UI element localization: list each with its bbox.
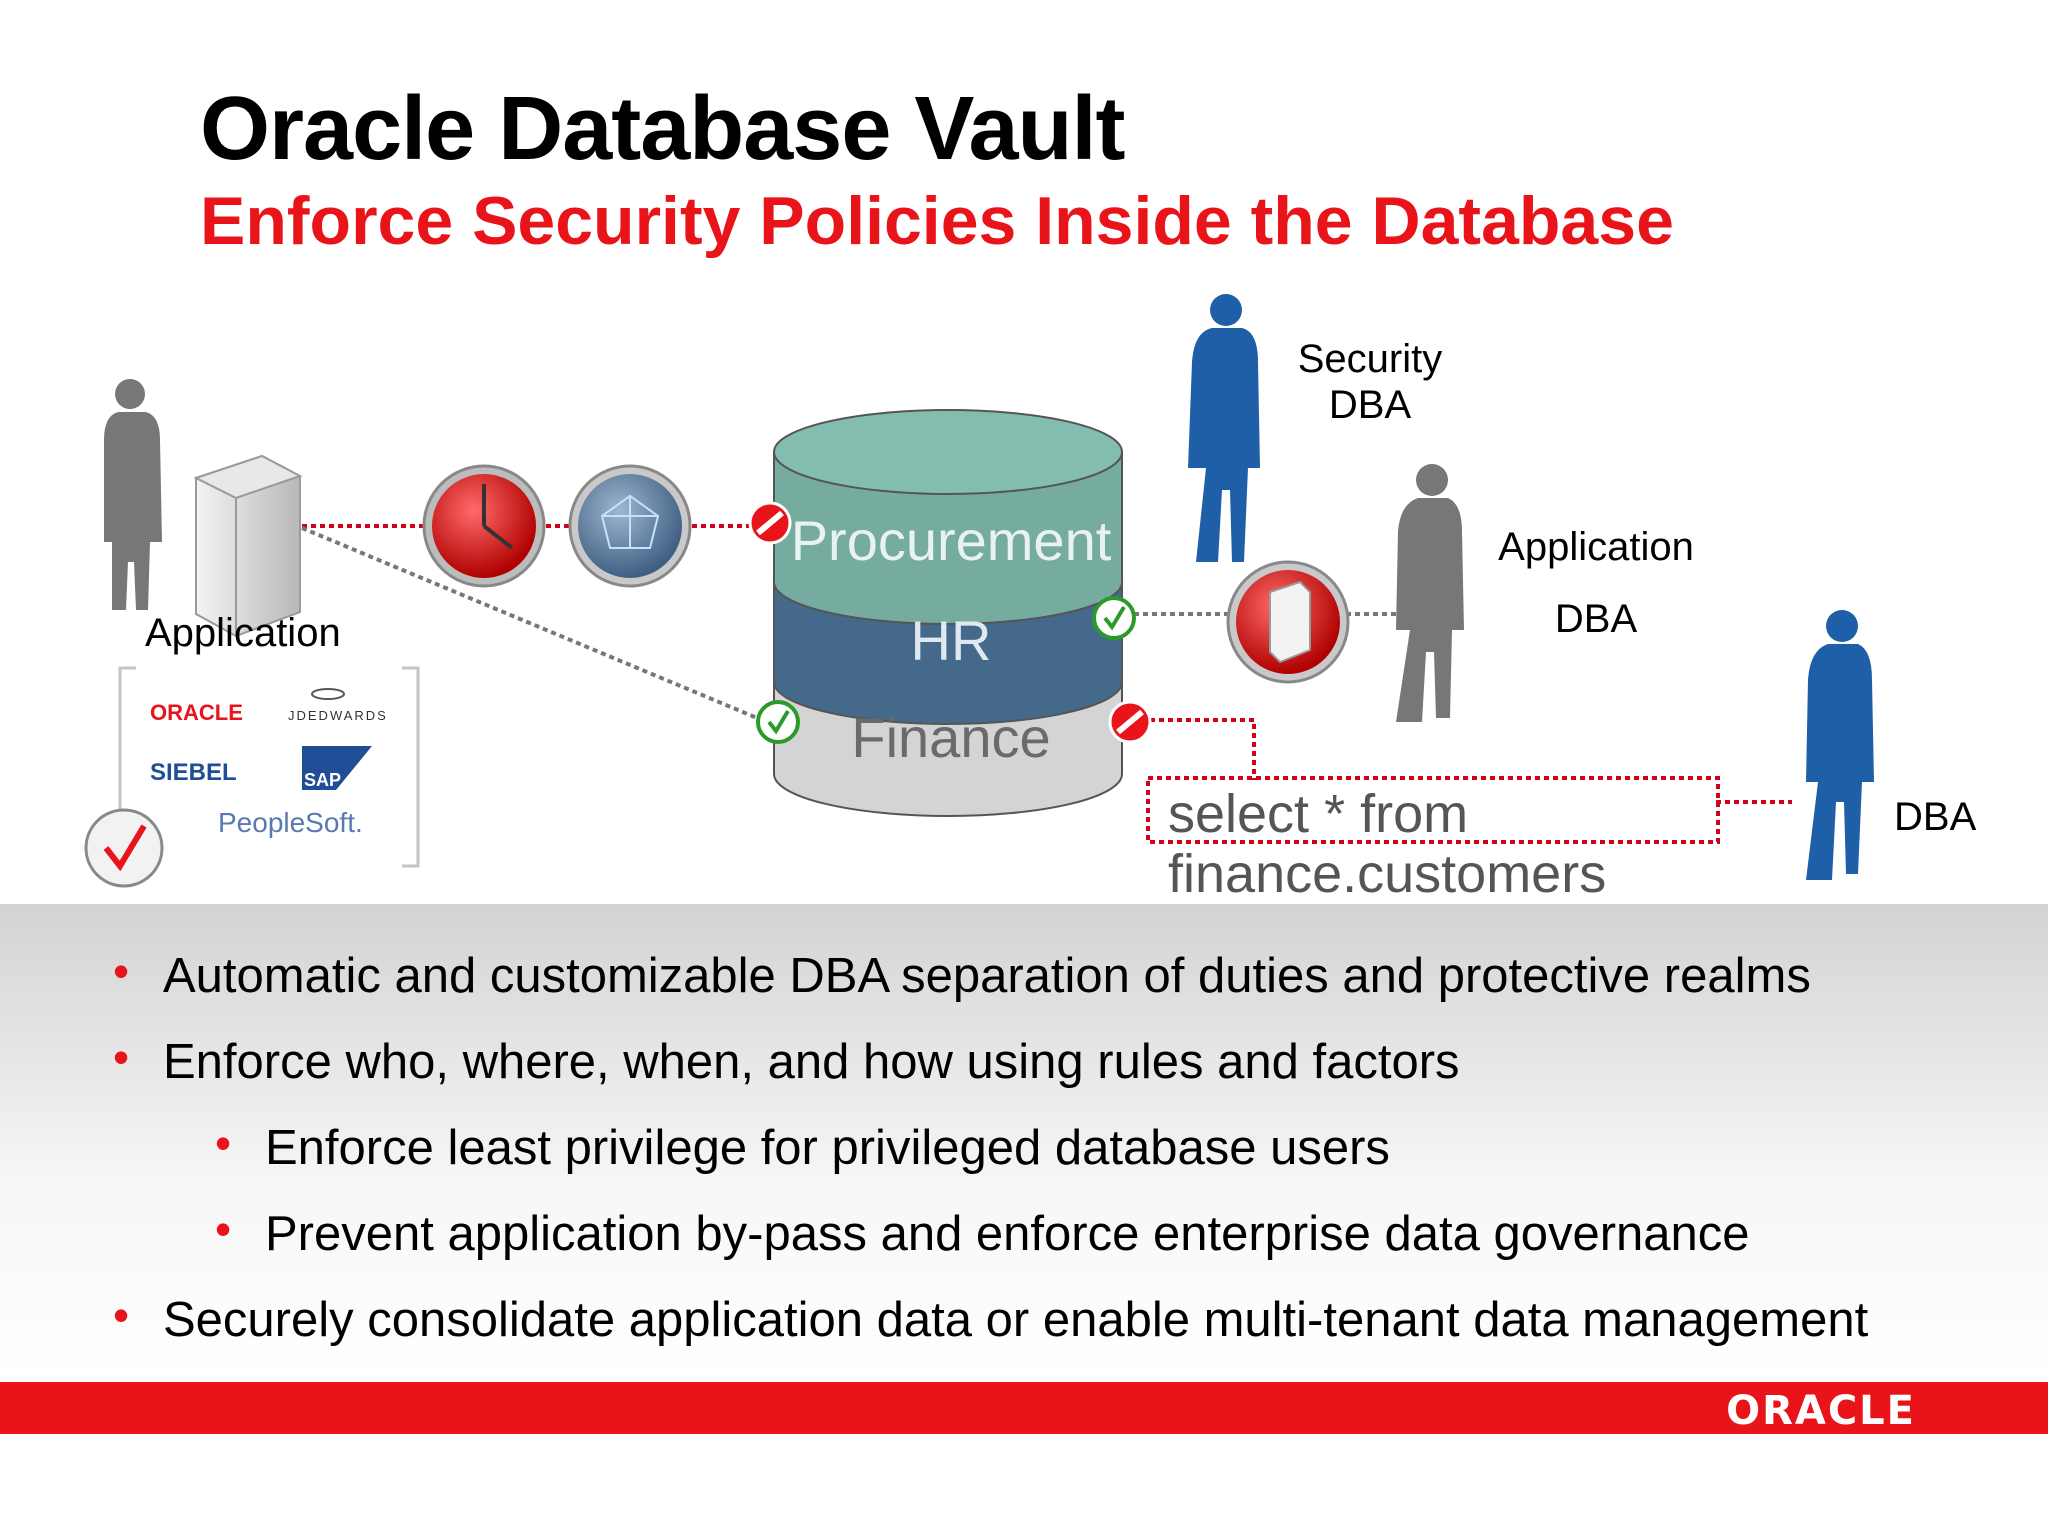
sub-bullet-1: •Enforce least privilege for privileged …: [215, 1117, 1390, 1175]
slide-subtitle: Enforce Security Policies Inside the Dat…: [200, 183, 1674, 259]
logo-oracle: ORACLE: [150, 700, 243, 725]
db-layer-hr: HR: [911, 609, 992, 672]
sql-query-line2: finance.customers: [1168, 844, 1606, 904]
bullet-1: •Automatic and customizable DBA separati…: [113, 945, 1811, 1003]
bullet-dot: •: [113, 1289, 130, 1341]
db-layer-finance: Finance: [851, 706, 1050, 769]
bullet-dot: •: [113, 945, 130, 997]
query-box: [1146, 776, 1720, 844]
database-cylinder: [773, 409, 1123, 817]
bullet-dot: •: [113, 1031, 130, 1083]
bullets-panel: •Automatic and customizable DBA separati…: [0, 904, 2048, 1380]
logo-peoplesoft: PeopleSoft.: [218, 807, 363, 838]
blocked-procurement-icon: [748, 501, 792, 545]
logo-sap: SAP: [304, 770, 341, 790]
db-layer-procurement: Procurement: [791, 509, 1112, 572]
database-vault-shield-icon: [1226, 560, 1350, 684]
approved-check-icon: [84, 808, 164, 888]
bullet-3: •Securely consolidate application data o…: [113, 1289, 1869, 1347]
blocked-finance-icon: [1108, 700, 1152, 744]
security-dba-label-line2: DBA: [1329, 383, 1412, 427]
dba-label: DBA: [1894, 795, 1977, 839]
footer-bar: ORACLE: [0, 1382, 2048, 1434]
oracle-logo: ORACLE: [1726, 1388, 1916, 1434]
sql-query-line1: select * from: [1168, 784, 1468, 844]
bullet-dot: •: [215, 1203, 232, 1255]
allowed-hr-icon: [1092, 596, 1136, 640]
logo-jdedwards: JDEDWARDS: [288, 708, 388, 723]
application-user-figure: [104, 379, 162, 610]
application-dba-label-line1: Application: [1498, 525, 1694, 569]
logo-siebel: SIEBEL: [150, 759, 237, 786]
security-dba-label-line1: Security: [1298, 337, 1443, 381]
vault-diagram: Application ORACLE JDEDWARDS SIEBEL SAP …: [84, 294, 1977, 904]
jdedwards-mark-icon: [311, 688, 345, 700]
security-dba-figure: [1188, 294, 1260, 562]
finance-to-query-line: [1150, 718, 1256, 780]
slide-title: Oracle Database Vault: [200, 79, 1125, 179]
dba-figure: [1806, 610, 1874, 880]
clock-icon: [422, 464, 546, 588]
bullet-2: •Enforce who, where, when, and how using…: [113, 1031, 1460, 1089]
application-dba-figure: [1396, 464, 1464, 722]
logo-sap-shape: [302, 746, 372, 790]
app-to-finance-line: [301, 526, 763, 722]
sub-bullet-2: •Prevent application by-pass and enforce…: [215, 1203, 1750, 1261]
allowed-finance-icon: [756, 700, 800, 744]
network-factor-icon: [568, 464, 692, 588]
application-label: Application: [145, 611, 341, 655]
logos-bracket: [118, 666, 420, 868]
bullet-dot: •: [215, 1117, 232, 1169]
application-dba-label-line2: DBA: [1555, 597, 1638, 641]
application-server-icon: [193, 454, 303, 638]
